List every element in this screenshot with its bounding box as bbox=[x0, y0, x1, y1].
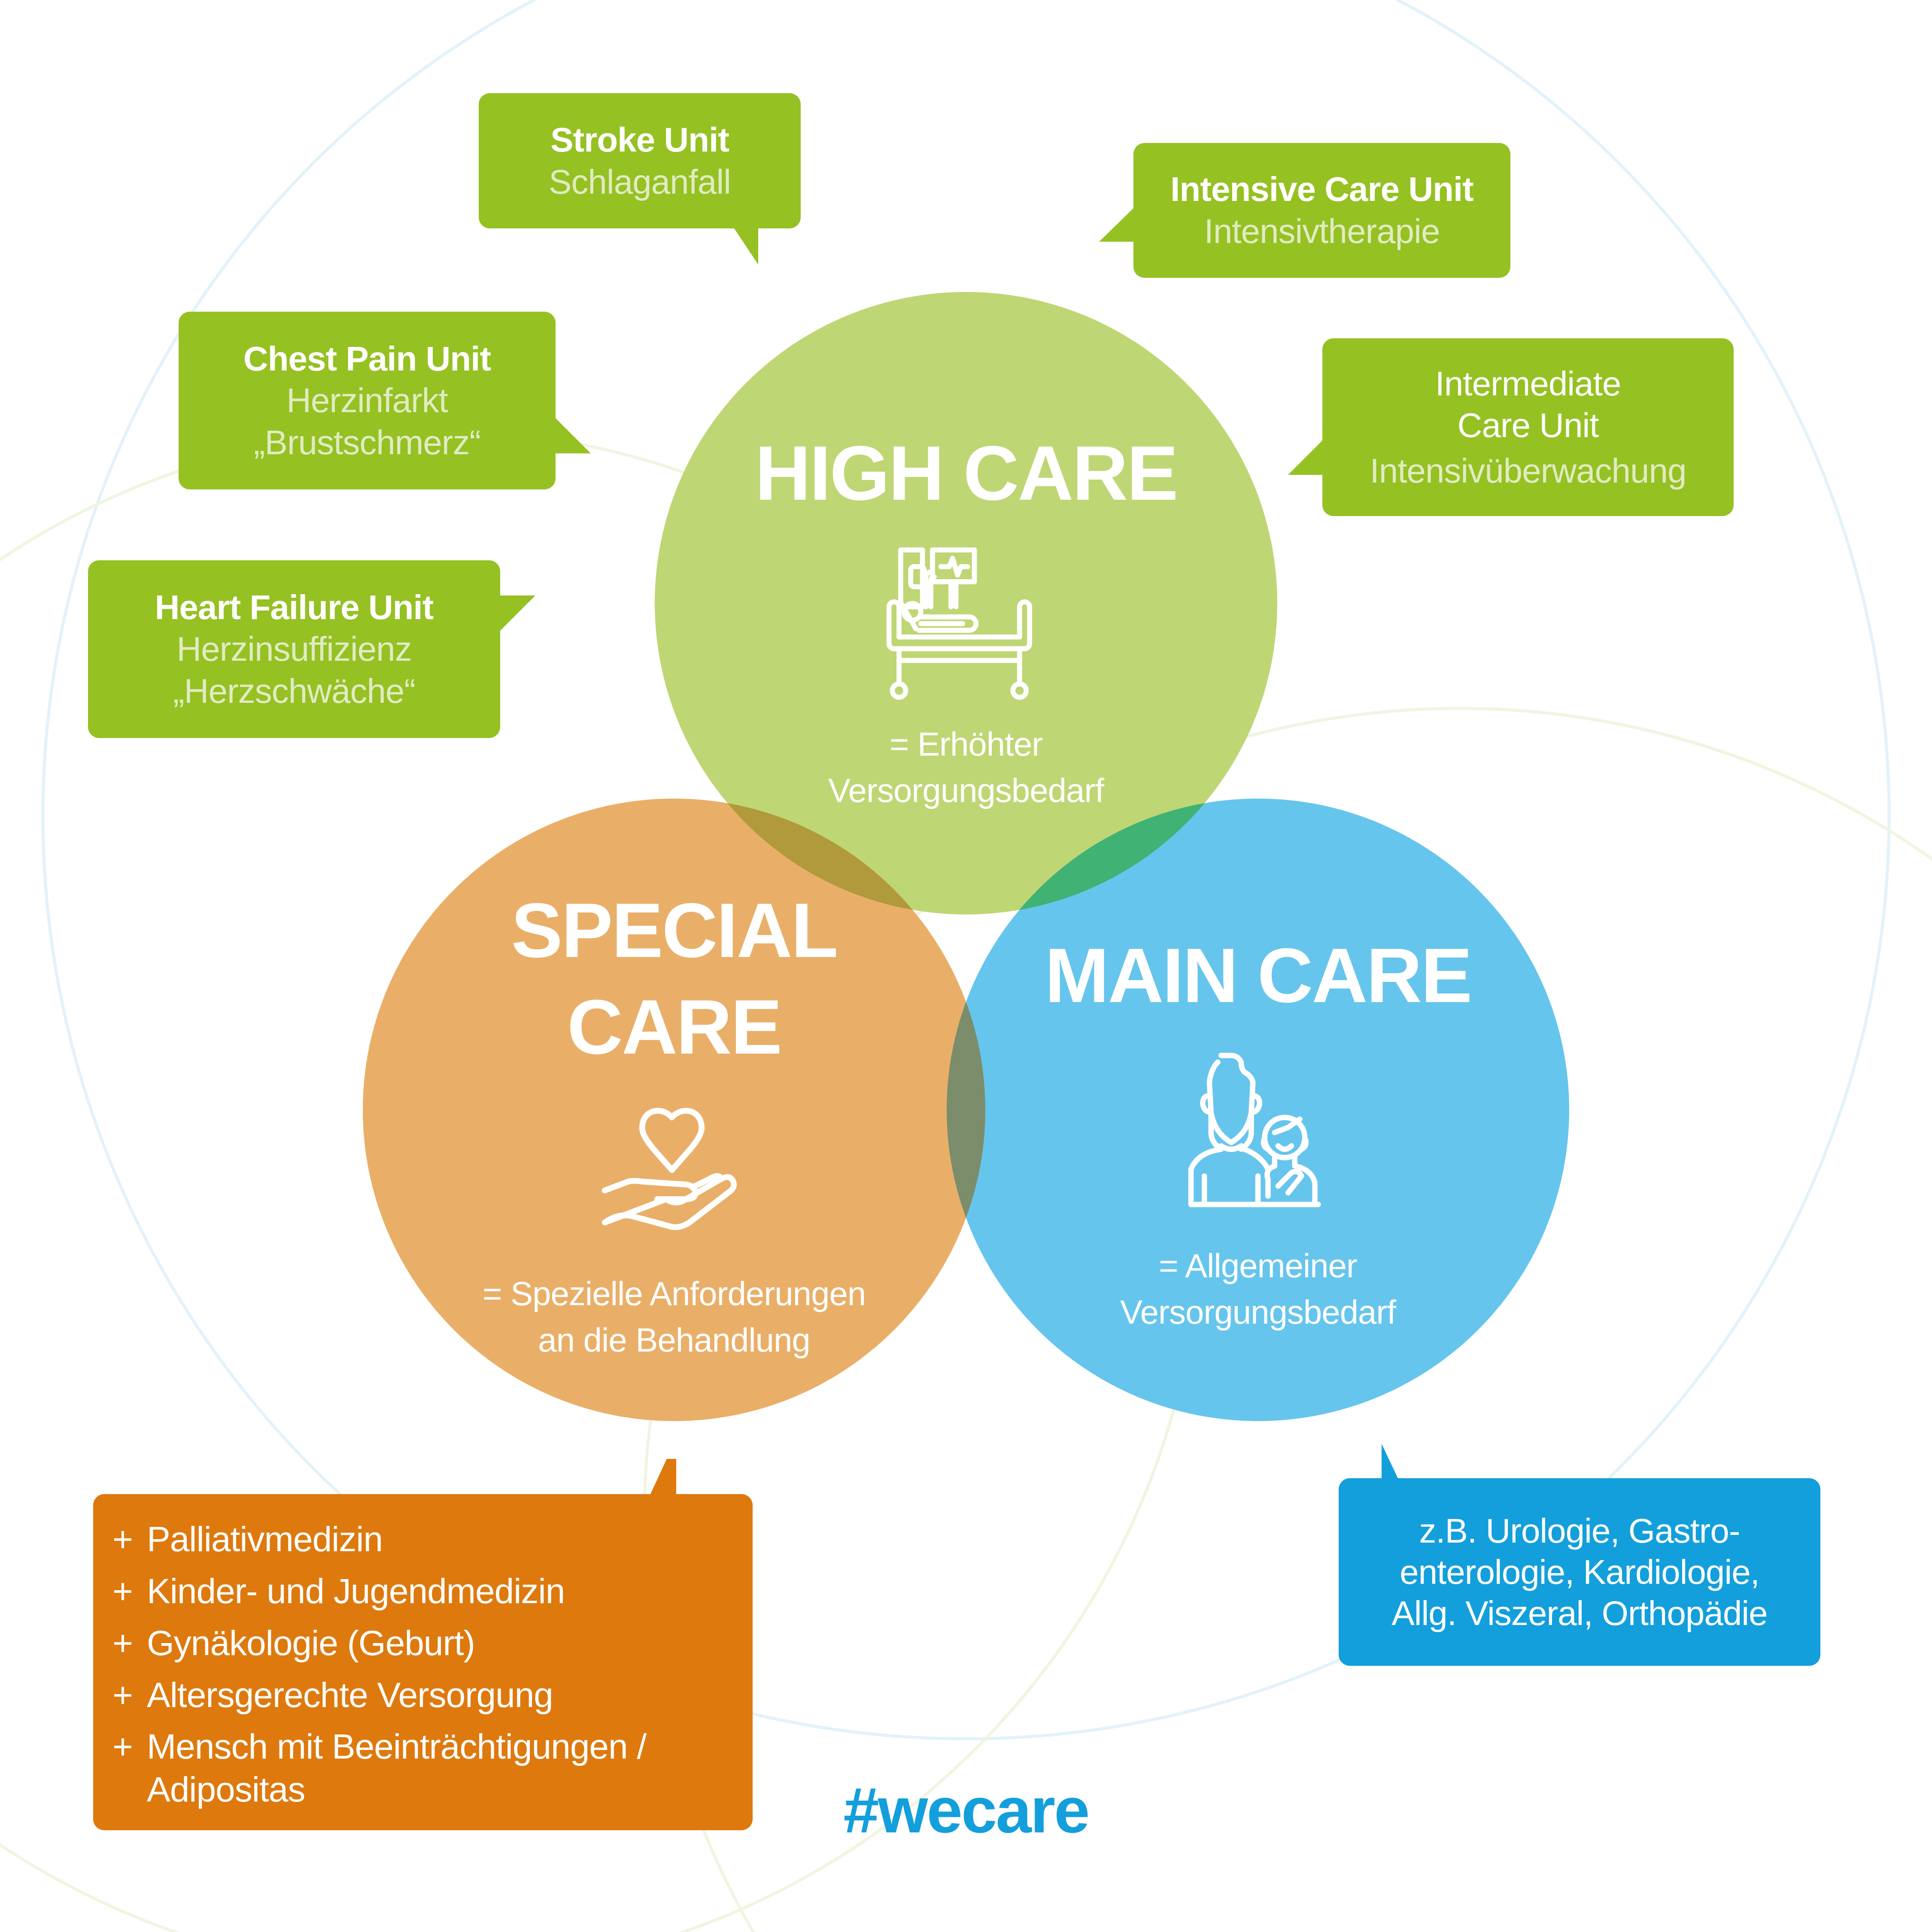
list-item-text: Kinder- und Jugendmedizin bbox=[147, 1572, 565, 1611]
bubble-box bbox=[1339, 1478, 1820, 1666]
intermediate-care-unit-subtitle: Intensivüberwachung bbox=[1370, 451, 1686, 490]
main-care-description-line-1: = Allgemeiner bbox=[1159, 1247, 1358, 1285]
bubble-box bbox=[88, 560, 500, 738]
plus-icon: + bbox=[112, 1572, 133, 1611]
special-care-description: = Spezielle Anforderungen an die Behandl… bbox=[416, 1271, 932, 1363]
high-care-description: = Erhöhter Versorgungsbedarf bbox=[708, 721, 1224, 814]
list-item-text: Altersgerechte Versorgung bbox=[147, 1676, 553, 1715]
special-care-list-bubble: + Palliativmedizin + Kinder- und Jugendmed… bbox=[93, 1459, 753, 1830]
chest-pain-unit-subtitle-line-2: „Brustschmerz“ bbox=[253, 423, 481, 462]
chest-pain-unit-bubble: Chest Pain Unit Herzinfarkt „Brustschmer… bbox=[179, 312, 591, 489]
intermediate-care-unit-title-line-2: Care Unit bbox=[1457, 406, 1599, 445]
plus-icon: + bbox=[112, 1520, 133, 1559]
heart-failure-unit-bubble: Heart Failure Unit Herzinsuffizienz „Her… bbox=[88, 560, 535, 738]
special-care-title-line-1: SPECIAL bbox=[511, 887, 838, 974]
background-ring-blue-outer bbox=[42, 0, 1890, 1740]
heart-failure-unit-title: Heart Failure Unit bbox=[155, 588, 434, 626]
heart-failure-unit-subtitle-line-2: „Herzschwäche“ bbox=[173, 671, 416, 710]
main-care-examples-line-3: Allg. Viszeral, Orthopädie bbox=[1391, 1594, 1768, 1632]
list-item: + Altersgerechte Versorgung bbox=[93, 1669, 646, 1721]
special-care-title: SPECIAL CARE bbox=[416, 882, 932, 1075]
main-care-examples-line-2: enterologie, Kardiologie, bbox=[1400, 1552, 1760, 1591]
special-care-description-line-2: an die Behandlung bbox=[538, 1321, 811, 1359]
plus-icon: + bbox=[112, 1676, 133, 1715]
bubble-box bbox=[1322, 338, 1734, 516]
circle-special-care bbox=[363, 799, 985, 1421]
stroke-unit-subtitle: Schlaganfall bbox=[549, 162, 731, 201]
intensive-care-unit-bubble: Intensive Care Unit Intensivtherapie bbox=[1099, 143, 1510, 278]
list-item-text-line-2: Adipositas bbox=[147, 1770, 305, 1809]
bubble-box bbox=[1133, 143, 1510, 278]
list-item: + Palliativmedizin bbox=[93, 1513, 646, 1565]
list-item: + Gynäkologie (Geburt) bbox=[93, 1617, 646, 1669]
bubble-box bbox=[179, 312, 556, 489]
heart-failure-unit-subtitle-line-1: Herzinsuffizienz bbox=[176, 630, 412, 668]
special-care-description-line-1: = Spezielle Anforderungen bbox=[482, 1275, 866, 1312]
chest-pain-unit-title: Chest Pain Unit bbox=[243, 339, 491, 378]
plus-icon: + bbox=[112, 1727, 133, 1766]
intermediate-care-unit-title-line-1: Intermediate bbox=[1435, 364, 1622, 403]
high-care-title: HIGH CARE bbox=[755, 430, 1178, 516]
bubble-box bbox=[93, 1494, 753, 1830]
hand-heart-icon bbox=[601, 1108, 737, 1230]
bubble-tail bbox=[556, 418, 591, 453]
stroke-unit-bubble: Stroke Unit Schlaganfall bbox=[479, 93, 801, 264]
list-item-text-line-1: Mensch mit Beeinträchtigungen / bbox=[147, 1727, 647, 1766]
bubble-tail bbox=[500, 595, 535, 631]
bubble-tail bbox=[650, 1459, 667, 1494]
bubble-tail bbox=[734, 228, 758, 264]
intensive-care-unit-title: Intensive Care Unit bbox=[1170, 170, 1474, 209]
hospital-bed-monitor-icon bbox=[886, 547, 1033, 700]
high-care-description-line-2: Versorgungsbedarf bbox=[828, 771, 1104, 809]
main-care-examples-line-1: z.B. Urologie, Gastro- bbox=[1419, 1511, 1740, 1550]
bubble-tail bbox=[1382, 1444, 1398, 1478]
intermediate-care-unit-bubble: Intermediate Care Unit Intensivüberwachu… bbox=[1288, 338, 1734, 516]
stroke-unit-title: Stroke Unit bbox=[550, 120, 729, 159]
list-item-text: Palliativmedizin bbox=[147, 1520, 383, 1559]
bubble-tail bbox=[1099, 207, 1134, 242]
special-care-title-line-2: CARE bbox=[567, 984, 782, 1070]
mother-child-icon bbox=[1188, 1053, 1321, 1207]
bubble-tail-fill bbox=[667, 1459, 676, 1494]
main-care-examples-bubble: z.B. Urologie, Gastro- enterologie, Kard… bbox=[1339, 1444, 1820, 1666]
special-care-list: + Palliativmedizin + Kinder- und Jugendmed… bbox=[93, 1513, 647, 1811]
list-item-text: Gynäkologie (Geburt) bbox=[147, 1624, 475, 1663]
bubble-tail bbox=[1288, 440, 1323, 475]
plus-icon: + bbox=[112, 1624, 133, 1663]
list-item: + Kinder- und Jugendmedizin bbox=[93, 1565, 646, 1617]
main-care-description-line-2: Versorgungsbedarf bbox=[1120, 1293, 1396, 1331]
bubble-box bbox=[479, 93, 801, 228]
main-care-description: = Allgemeiner Versorgungsbedarf bbox=[1000, 1243, 1516, 1335]
intensive-care-unit-subtitle: Intensivtherapie bbox=[1204, 212, 1440, 250]
circle-high-care bbox=[655, 292, 1277, 914]
hashtag: #wecare bbox=[843, 1774, 1090, 1846]
list-item: + Mensch mit Beeinträchtigungen / Adiposit… bbox=[93, 1721, 647, 1811]
high-care-description-line-1: = Erhöhter bbox=[889, 725, 1043, 763]
chest-pain-unit-subtitle-line-1: Herzinfarkt bbox=[286, 381, 448, 420]
main-care-title: MAIN CARE bbox=[1045, 933, 1473, 1019]
